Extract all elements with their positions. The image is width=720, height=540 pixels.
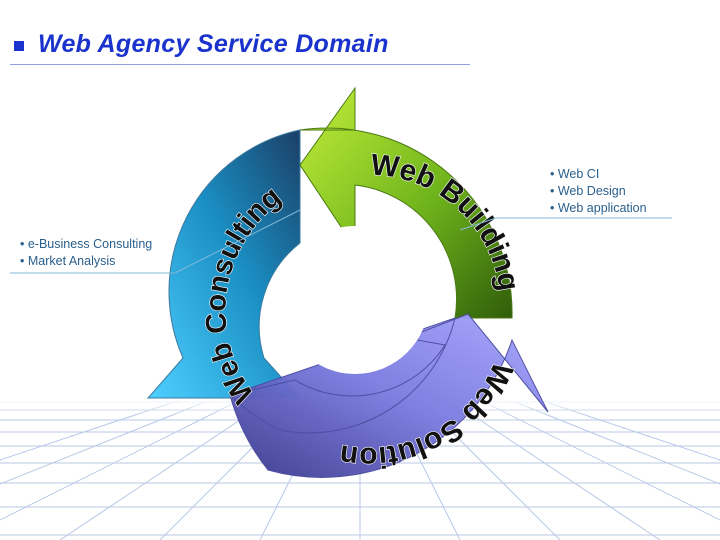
callout-web-consulting: • e-Business Consulting • Market Analysi… <box>20 236 152 270</box>
callout-item: • e-Business Consulting <box>20 237 153 251</box>
callout-leader-left-diag <box>174 209 301 274</box>
callout-leader-right-diag <box>459 217 497 231</box>
arc-web-consulting <box>146 129 302 399</box>
callout-web-building: • Web CI • Web Design • Web application <box>550 166 647 217</box>
arc-web-building <box>299 86 513 319</box>
slide-title: Web Agency Service Domain <box>38 30 389 58</box>
square-bullet-icon <box>14 40 24 51</box>
title-underline <box>10 64 470 65</box>
callout-item: • Market Analysis <box>20 254 116 268</box>
callout-item: • Web CI <box>550 167 600 181</box>
slide-title-wrap: Web Agency Service Domain <box>14 30 389 59</box>
callout-item: • Web Design <box>550 184 626 198</box>
callout-item: • Web application <box>550 201 647 215</box>
arc-web-solution <box>228 313 549 478</box>
